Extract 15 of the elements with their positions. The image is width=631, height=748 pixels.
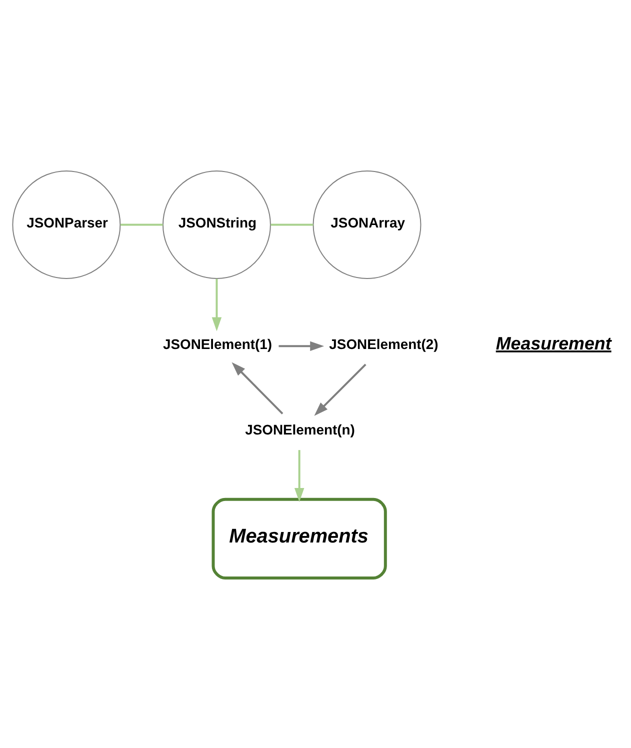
node-text: JSONElement(1) (162, 335, 272, 352)
label: Measurement (496, 333, 612, 354)
arrow (212, 278, 222, 331)
arrow (232, 362, 284, 414)
arrow (278, 340, 324, 351)
node-box: Measurements (212, 497, 387, 580)
node-circle: JSONParser (12, 170, 121, 278)
arrow (294, 450, 304, 502)
node-circle: JSONArray (312, 170, 422, 278)
arrow (314, 363, 366, 416)
connector (120, 223, 163, 226)
node-text: JSONElement(n) (245, 420, 355, 437)
node-text: JSONElement(2) (329, 335, 438, 352)
connector (270, 223, 314, 226)
node-circle: JSONString (162, 170, 271, 278)
